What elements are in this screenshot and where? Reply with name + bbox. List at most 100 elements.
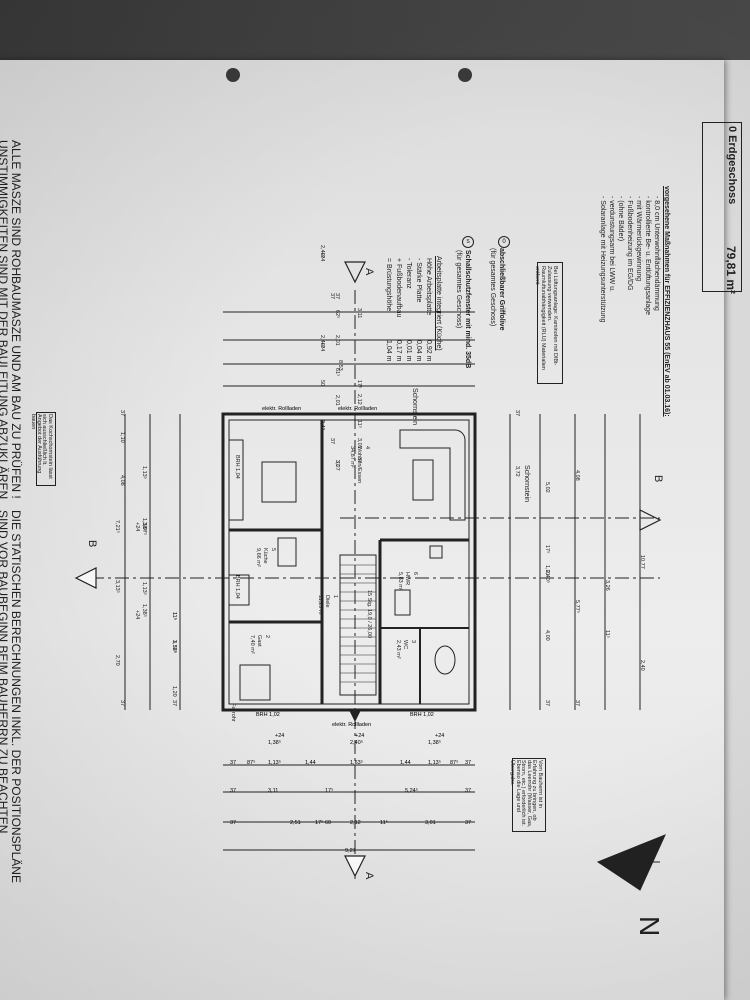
dimension-label: 1,38⁵ xyxy=(428,740,441,746)
dimension-label: 4,08 xyxy=(119,475,125,486)
dimension-label: +24 xyxy=(319,342,325,352)
dimension-label: 2,70 xyxy=(114,655,120,666)
dimension-label: 62⁵ xyxy=(334,310,340,319)
dimension-label: +24 xyxy=(355,733,365,739)
dimension-label: 17⁵ xyxy=(325,788,334,794)
right-note: Vom Bauherrn ist in Erfahrung zu bringen… xyxy=(509,760,544,828)
dimension-label: +24 xyxy=(319,252,325,262)
dimension-label: 3,11 xyxy=(356,308,362,319)
dimension-label: 1,10 xyxy=(119,432,125,443)
dimension-label: 11⁵ xyxy=(356,420,362,428)
dimension-label: 37 xyxy=(544,700,550,707)
dimension-label: 37 xyxy=(334,293,340,300)
dimension-label: +24 xyxy=(435,733,445,739)
brh-label: BRH 1,02 xyxy=(256,712,280,718)
dimension-label: 11⁵ xyxy=(604,630,610,638)
dimension-label: 37 xyxy=(230,760,237,766)
room-number: 3 xyxy=(410,640,416,644)
dimension-label: 3,13⁵ xyxy=(114,580,120,593)
dimension-label: 4,08 xyxy=(574,470,580,481)
right-note-box xyxy=(512,758,546,832)
dimension-label: 37 xyxy=(230,820,237,826)
left-note: Das Kochschornstein lässt sich ausschlie… xyxy=(30,414,54,479)
dimension-label: 2,40 xyxy=(639,660,645,671)
punch-hole xyxy=(458,68,472,82)
room-number: 6 xyxy=(412,572,418,576)
dimension-label: 1,13⁵ xyxy=(141,582,147,595)
dimension-label: 1,44 xyxy=(305,760,316,766)
section-b-right: B xyxy=(652,475,664,483)
punch-hole xyxy=(226,68,240,82)
room-number: 2 xyxy=(264,635,270,639)
dimension-label: 87⁵ xyxy=(247,760,256,766)
dimension-label: 3,26 xyxy=(604,580,610,591)
dimension-label: 37 xyxy=(119,700,125,707)
dimension-label: 1,32⁵ xyxy=(171,640,177,653)
stair-label: 15 Stg. 19,0 / 26,00 xyxy=(366,590,372,639)
sd-marker-icon: S xyxy=(462,236,474,248)
dimension-label: +24 xyxy=(134,522,140,532)
dimension-label: 9,27 xyxy=(345,848,356,854)
room-name: WC xyxy=(402,640,408,650)
dimension-label: 3,01 xyxy=(425,820,436,826)
info-box xyxy=(537,262,563,384)
dimension-label: 4,00 xyxy=(544,630,550,641)
dimension-label: 3,72 xyxy=(514,466,520,477)
room-area: 34,87 m² xyxy=(349,446,355,468)
section-a-top: A xyxy=(363,268,375,276)
dimension-label: 3,01 xyxy=(356,438,362,449)
dimension-label: 37 xyxy=(465,820,472,826)
dimension-label: 5,02 xyxy=(544,482,550,493)
dimension-label: 2,40⁵ xyxy=(350,740,363,746)
dimension-label: 17⁵ xyxy=(544,545,550,554)
compass-north: N xyxy=(634,916,665,937)
dimension-label: 5,24⁵ xyxy=(405,788,418,794)
room-area: 2,43 m² xyxy=(395,640,401,659)
dimension-label: 1,63⁵ xyxy=(350,760,363,766)
plan-sheet xyxy=(0,60,724,1000)
dimension-label: 11⁵ xyxy=(380,820,388,826)
title-block xyxy=(702,122,742,292)
dimension-label: 7,21⁵ xyxy=(114,520,120,533)
dimension-label: +24 xyxy=(275,733,285,739)
sd-marker-icon: 0 xyxy=(498,236,510,248)
dimension-label: +24 xyxy=(134,610,140,620)
dimension-label: 2,41 xyxy=(319,420,325,431)
dimension-label: 37 xyxy=(465,760,472,766)
dimension-label: 37 xyxy=(465,788,472,794)
dimension-label: 2,40⁵ xyxy=(544,570,550,583)
room-number: 1 xyxy=(332,595,338,599)
left-note-box xyxy=(36,412,56,486)
interior-line xyxy=(228,419,470,705)
room-area: 9,66 m² xyxy=(255,548,261,567)
dimension-label: 1,44 xyxy=(400,760,411,766)
dimension-label: 17⁵ xyxy=(315,820,324,826)
room-name: Gast xyxy=(256,635,262,647)
dimension-label: 2,12 xyxy=(356,394,362,405)
dimension-label: 5,77⁵ xyxy=(574,600,580,613)
dimension-label: 60 xyxy=(325,820,332,826)
room-number: 4 xyxy=(364,446,370,450)
dimension-label: 37 xyxy=(119,410,125,417)
dimension-label: 1,13⁵ xyxy=(268,760,281,766)
dimension-label: 87⁵ xyxy=(450,760,459,766)
room-number: 5 xyxy=(270,548,276,552)
rollladen-label: elektr. Rollladen xyxy=(262,406,302,412)
rollladen-label: elektr. Rollladen xyxy=(338,406,378,412)
dimension-label: 37 xyxy=(356,457,362,464)
room-name: Diele xyxy=(324,595,330,608)
room-area: 5,83 m² xyxy=(397,572,403,591)
dimension-label: 2,12 xyxy=(350,820,361,826)
section-a-bottom: A xyxy=(363,872,375,880)
dimension-label: 2,51 xyxy=(290,820,301,826)
dimension-label: 2,01 xyxy=(334,395,340,406)
dimension-label: 10,77 xyxy=(639,555,645,569)
dimension-label: 11⁵ xyxy=(171,612,177,620)
section-b-left: B xyxy=(86,540,98,548)
dimension-label: 37 xyxy=(334,460,340,467)
dimension-label: 3,11 xyxy=(268,788,279,794)
dimension-label: 1,38⁵ xyxy=(141,518,147,531)
dimension-label: 37 xyxy=(514,410,520,417)
